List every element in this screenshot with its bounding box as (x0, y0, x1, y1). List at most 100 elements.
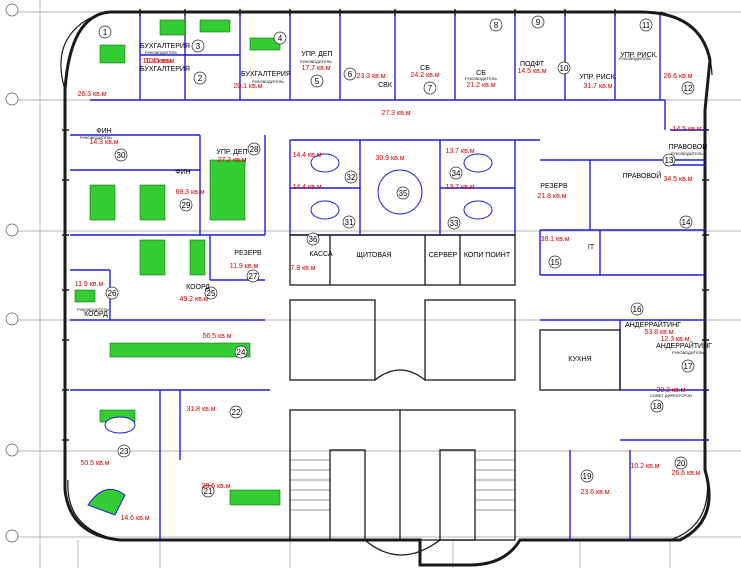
room-number: 4 (278, 34, 283, 43)
room-subtitle: РУКОВОДИТЕЛЬ (672, 350, 704, 355)
room-subtitle: СОВЕТ ДИРЕКТОРОВ (650, 393, 692, 398)
office-partitions (70, 15, 705, 540)
room-area: 23.6 кв.м (580, 489, 609, 496)
service-core (289, 234, 621, 556)
room-number: 28 (250, 145, 259, 154)
room-number: 33 (450, 219, 459, 228)
room-area: 23.3 кв.м (356, 73, 385, 80)
room-name: УПР. РИСК. (620, 52, 658, 59)
corner-bays (60, 11, 713, 541)
room-number: 1 (103, 28, 108, 37)
stair-hatching (290, 459, 515, 511)
room-number: 19 (583, 472, 592, 481)
room-name: КАССА (309, 251, 333, 258)
room-name: УПР. ДЕП (301, 51, 332, 58)
room-number: 23 (120, 447, 129, 456)
room-name: УПР. ДЕП (216, 149, 247, 156)
room-name: УПР. РИСК. (579, 74, 617, 81)
room-number: 21 (204, 487, 213, 496)
room-name: СБ (420, 65, 430, 72)
room-name: БУХГАЛТЕРИЯ (140, 66, 190, 73)
room-name: БУХГАЛТЕРИЯ (241, 71, 291, 78)
room-area: 30.9 кв.м (375, 155, 404, 162)
room-number: 26 (108, 289, 117, 298)
room-area: 12.3 кв.м (660, 336, 689, 343)
room-number: 31 (345, 218, 354, 227)
room-number: 18 (653, 402, 662, 411)
room-area: 7.8 кв.м (290, 265, 315, 272)
room-subtitle: РУКОВОДИТЕЛЬ (80, 135, 112, 140)
room-area: 27.2 кв.м (217, 157, 246, 164)
room-subtitle: РУКОВОДИТЕЛЬ (145, 50, 177, 55)
room-area: 21.2 кв.м (466, 82, 495, 89)
room-name: АНДЕРРАЙТИНГ (656, 341, 712, 350)
room-number: 30 (117, 151, 126, 160)
room-number: 22 (232, 408, 241, 417)
room-area: 13.7 кв.м (445, 148, 474, 155)
room-name: БУХГАЛТЕРИЯ (140, 43, 190, 50)
room-name: СВК (378, 82, 393, 89)
room-number: 32 (347, 173, 356, 182)
room-area: 26.6 кв.м (663, 73, 692, 80)
room-subtitle: РУКОВОДИТЕЛЬ (300, 59, 332, 64)
room-area: 28.6 кв.м (201, 483, 230, 490)
room-area: 14.4 кв.м (292, 184, 321, 191)
shield-room-label: ЩИТОВАЯ (356, 252, 391, 259)
room-area: 14.3 кв.м (89, 139, 118, 146)
room-number: 7 (428, 84, 433, 93)
room-area: 11.9 кв.м (230, 263, 259, 270)
room-name: АНДЕРРАЙТИНГ (625, 320, 681, 329)
exterior-walls (63, 10, 712, 567)
room-number: 3 (196, 42, 201, 51)
room-area: 14.5 кв.м (517, 68, 546, 75)
room-area: 10.4 кв.м (142, 58, 171, 65)
room-subtitle: РУКОВОДИТЕЛЬ (671, 151, 703, 156)
room-number: 36 (309, 235, 318, 244)
room-name: ПРАВОВОЙ (669, 142, 708, 151)
room-name: ПРАВОВОЙ (623, 171, 662, 180)
room-name: ФИН (96, 128, 111, 135)
room-number: 11 (642, 21, 651, 30)
room-area: 17.7 кв.м (301, 65, 330, 72)
room-area: 10.2 кв.м (630, 463, 659, 470)
room-name: ФИН (175, 169, 190, 176)
room-area: 53.8 кв.м (644, 329, 673, 336)
server-room-label: СЕРВЕР (429, 252, 458, 259)
room-area: 49.2 кв.м (179, 296, 208, 303)
room-name: ПОДФТ (520, 61, 545, 68)
room-area: 14.4 кв.м (292, 152, 321, 159)
room-name: КООРД (186, 284, 210, 291)
workstation-desks (74, 19, 281, 506)
room-area: 13.7 кв.м (445, 184, 474, 191)
room-area: 26.3 кв.м (77, 91, 106, 98)
room-area: 20.2 кв.м (656, 387, 685, 394)
room-area: 31.7 кв.м (583, 83, 612, 90)
room-subtitle: РУКОВОДИТЕЛЬ (252, 79, 284, 84)
room-area: 24.2 кв.м (410, 72, 439, 79)
room-number: 9 (536, 18, 541, 27)
room-number: 25 (207, 289, 216, 298)
room-subtitle: РУКОВОДИТЕЛЬ (465, 76, 497, 81)
room-number: 13 (665, 156, 674, 165)
room-number: 14 (682, 218, 691, 227)
room-area: 11.9 кв.м (75, 281, 104, 288)
room-name: СБ (476, 70, 486, 77)
room-number: 12 (684, 84, 693, 93)
room-number: 6 (348, 70, 353, 79)
room-subtitle: РУКОВОДИТЕЛЬ (619, 56, 651, 61)
room-name: РЕЗЕРВ (234, 250, 262, 257)
room-number: 8 (494, 21, 499, 30)
room-area: 14.5 кв.м (672, 126, 701, 133)
room-name: IT (588, 244, 595, 251)
meeting-tables (87, 153, 493, 516)
room-area: 34.5 кв.м (663, 176, 692, 183)
room-area: 31.8 кв.м (186, 406, 215, 413)
room-number: 29 (182, 201, 191, 210)
room-area: 27.3 кв.м (381, 110, 410, 117)
room-area: 56.5 кв.м (202, 333, 231, 340)
room-number: 27 (249, 272, 258, 281)
room-area: 38.1 кв.м (540, 236, 569, 243)
room-number: 15 (551, 258, 560, 267)
room-name: КООРД (84, 311, 108, 318)
